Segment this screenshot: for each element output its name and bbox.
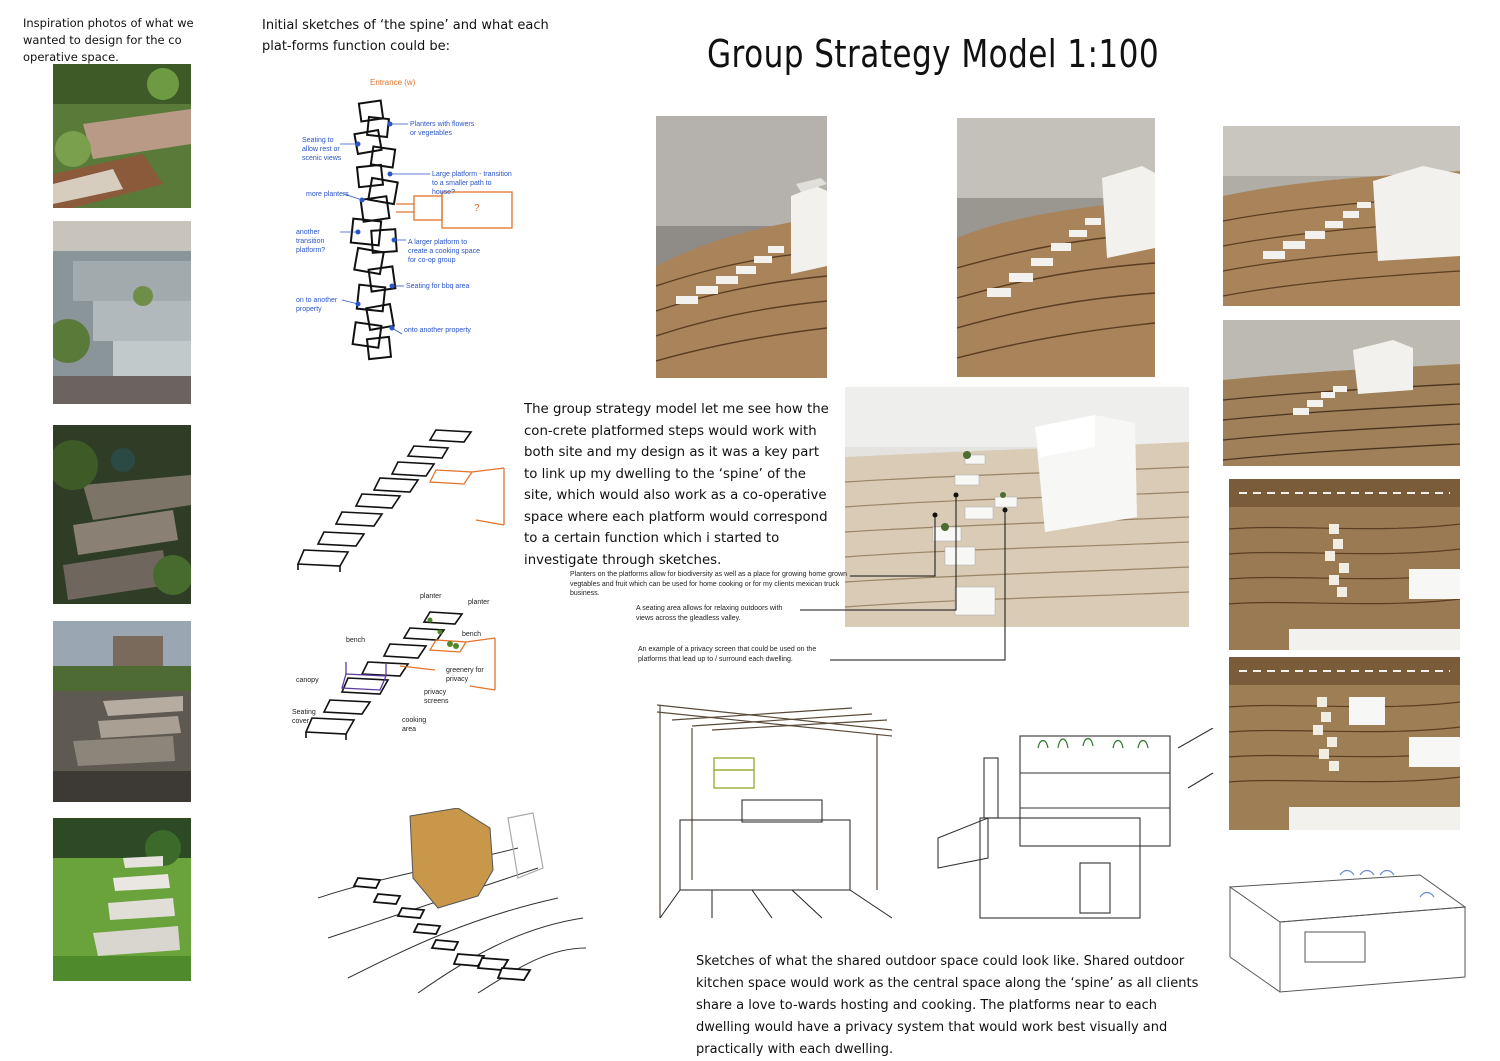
outdoor-kitchen-shelves-sketch — [908, 728, 1218, 928]
spine-label-question: ? — [474, 203, 480, 214]
spine-label-onto-another: onto another property — [404, 327, 471, 334]
strategy-text: The group strategy model let me see how … — [524, 402, 829, 568]
site-model-photo-2 — [1229, 657, 1460, 830]
spine-label-seating: Seating to allow rest or scenic views — [302, 137, 342, 162]
model-photo-annotated — [845, 387, 1189, 627]
steps-perspective-sketch — [296, 420, 506, 580]
model-photo-4 — [1223, 320, 1460, 466]
model-photo-1 — [656, 116, 827, 378]
annotation-privacy: An example of a privacy screen that coul… — [638, 646, 817, 663]
page-title: Group Strategy Model 1:100 — [707, 32, 1160, 76]
pergola-kitchen-sketch — [652, 700, 897, 922]
steps-function-sketch: planter planter bench bench canopy green… — [290, 590, 505, 760]
sketch-caption: Initial sketches of ‘the spine’ and what… — [262, 18, 549, 54]
spine-label-entrance: Entrance (w) — [370, 78, 416, 87]
inspiration-photo-5 — [53, 818, 191, 981]
annotation-planters: Planters on the platforms allow for biod… — [570, 571, 848, 597]
spine-label-on-to: on to another property — [296, 297, 338, 313]
inspiration-photo-4 — [53, 621, 191, 802]
inspiration-caption: Inspiration photos of what we wanted to … — [23, 16, 194, 64]
site-model-photo-1 — [1229, 479, 1460, 650]
function-label-bench-right: bench — [462, 631, 482, 638]
model-photo-3 — [1223, 126, 1460, 306]
outdoor-text: Sketches of what the shared outdoor spac… — [696, 954, 1199, 1057]
massing-contour-sketch — [318, 808, 588, 993]
spine-label-large-platform: Large platform - transition to a smaller… — [432, 171, 512, 196]
function-label-bench-left: bench — [346, 637, 366, 644]
spine-sketch: Entrance (w) Planters with flowers or ve… — [292, 72, 522, 367]
model-photo-2 — [957, 118, 1155, 377]
spine-label-more-planters: more planters — [306, 191, 349, 198]
function-label-privacy: privacy screens — [424, 689, 449, 705]
spine-label-transition: another transition platform? — [296, 229, 326, 254]
annotation-leader-lines — [780, 480, 1020, 670]
function-label-planter-right: planter — [468, 599, 490, 606]
function-label-cooking: cooking area — [402, 717, 427, 733]
function-label-greenery: greenery for privacy — [446, 667, 484, 683]
function-label-planter-top: planter — [420, 593, 442, 600]
annotation-seating: A seating area allows for relaxing outdo… — [636, 605, 783, 622]
function-label-seating: Seating cover — [292, 709, 316, 725]
spine-label-seating-area: Seating for bbq area — [406, 283, 470, 290]
inspiration-photo-3 — [53, 425, 191, 604]
function-label-canopy: canopy — [296, 677, 319, 684]
courtyard-sketch — [1220, 867, 1468, 997]
inspiration-photo-2 — [53, 221, 191, 404]
inspiration-photo-1 — [53, 64, 191, 208]
spine-label-larger-platform: A larger platform to create a cooking sp… — [408, 239, 480, 264]
spine-label-planters: Planters with flowers or vegetables — [410, 121, 475, 137]
